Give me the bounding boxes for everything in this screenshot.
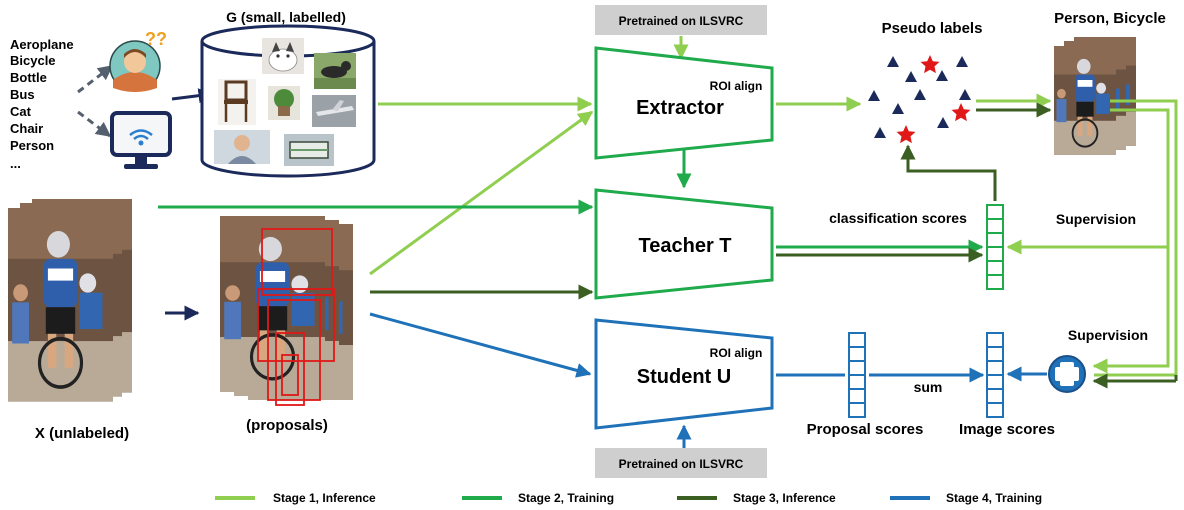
sum-label: sum — [914, 379, 943, 395]
legend-label: Stage 3, Inference — [733, 491, 836, 505]
student-roi-label: ROI align — [710, 346, 763, 360]
pseudo-label-points — [868, 56, 971, 138]
legend: Stage 1, Inference Stage 2, Training Sta… — [215, 491, 1042, 505]
annotator-icon: ?? — [109, 29, 167, 92]
cat-thumbnail — [262, 38, 304, 74]
pretrained-box-top — [595, 5, 767, 35]
plant-thumbnail — [268, 86, 300, 120]
category-item: ... — [10, 156, 21, 171]
chair-thumbnail — [218, 79, 256, 125]
proposal-boxes — [257, 228, 335, 406]
category-item: Bicycle — [10, 53, 56, 68]
legend-label: Stage 1, Inference — [273, 491, 376, 505]
category-item: Person — [10, 138, 54, 153]
pretrained-box-bottom — [595, 448, 767, 478]
student-block: Student U ROI align Pretrained on ILSVRC — [594, 318, 774, 478]
pseudo-labels-cluster: Pseudo labels — [868, 20, 983, 144]
legend-item-stage2: Stage 2, Training — [462, 491, 614, 505]
student-label: Student U — [637, 366, 731, 388]
legend-item-stage4: Stage 4, Training — [890, 491, 1042, 505]
extractor-trapezoid — [594, 46, 774, 160]
proposals-image-stack: (proposals) — [218, 214, 355, 434]
image-scores-label: Image scores — [959, 421, 1055, 438]
output-image-stack: Person, Bicycle — [1052, 10, 1166, 156]
dataset-g-title: G (small, labelled) — [226, 9, 346, 25]
category-item: Chair — [10, 121, 43, 136]
legend-label: Stage 4, Training — [946, 491, 1042, 505]
proposal-scores-label: Proposal scores — [807, 421, 924, 438]
aeroplane-thumbnail — [312, 95, 356, 127]
category-item: Bottle — [10, 70, 47, 85]
category-item: Aeroplane — [10, 37, 74, 52]
legend-item-stage3: Stage 3, Inference — [677, 491, 836, 505]
person-thumbnail — [214, 130, 270, 164]
dataset-g: G (small, labelled) — [200, 9, 376, 178]
classification-score-vector — [986, 204, 1004, 290]
arrow-proposals-to-extractor — [369, 110, 594, 276]
question-marks-icon: ?? — [145, 29, 167, 49]
computer-icon — [110, 111, 172, 169]
plus-icon — [1048, 355, 1086, 393]
bus-thumbnail — [284, 134, 334, 166]
proposals-label: (proposals) — [246, 417, 328, 434]
teacher-block: Teacher T — [594, 148, 774, 300]
student-trapezoid — [594, 318, 774, 430]
category-item: Bus — [10, 87, 35, 102]
category-list: Aeroplane Bicycle Bottle Bus Cat Chair P… — [10, 37, 74, 171]
category-item: Cat — [10, 104, 32, 119]
pretrained-label-top: Pretrained on ILSVRC — [619, 14, 744, 28]
pseudo-label-stars — [896, 55, 971, 144]
supervision-path-outer-s1 — [1094, 99, 1178, 377]
dashed-arrow-to-computer — [77, 110, 112, 138]
pseudo-labels-title: Pseudo labels — [882, 20, 983, 37]
classification-scores-label: classification scores — [829, 210, 967, 226]
dashed-arrow-to-annotator — [77, 64, 114, 94]
unlabeled-image-stack: X (unlabeled) — [6, 197, 134, 442]
extractor-roi-label: ROI align — [710, 79, 763, 93]
supervision-label-bottom: Supervision — [1068, 327, 1148, 343]
legend-item-stage1: Stage 1, Inference — [215, 491, 376, 505]
pretrained-label-bottom: Pretrained on ILSVRC — [619, 457, 744, 471]
x-unlabeled-label: X (unlabeled) — [35, 425, 129, 442]
image-score-vector — [986, 332, 1004, 418]
dog-thumbnail — [314, 53, 356, 89]
teacher-trapezoid — [594, 188, 774, 300]
extractor-block: Pretrained on ILSVRC Extractor ROI align — [594, 5, 774, 160]
supervision-path-inner-s1 — [1092, 108, 1170, 374]
classification-scores: classification scores — [829, 204, 1004, 290]
teacher-label: Teacher T — [639, 235, 732, 257]
legend-label: Stage 2, Training — [518, 491, 614, 505]
proposal-score-vector — [848, 332, 866, 418]
person-bicycle-label: Person, Bicycle — [1054, 10, 1166, 27]
extractor-label: Extractor — [636, 97, 724, 119]
arrow-scores-to-pseudo — [900, 144, 997, 201]
arrow-proposals-to-student — [369, 312, 592, 378]
supervision-label-top: Supervision — [1056, 211, 1136, 227]
